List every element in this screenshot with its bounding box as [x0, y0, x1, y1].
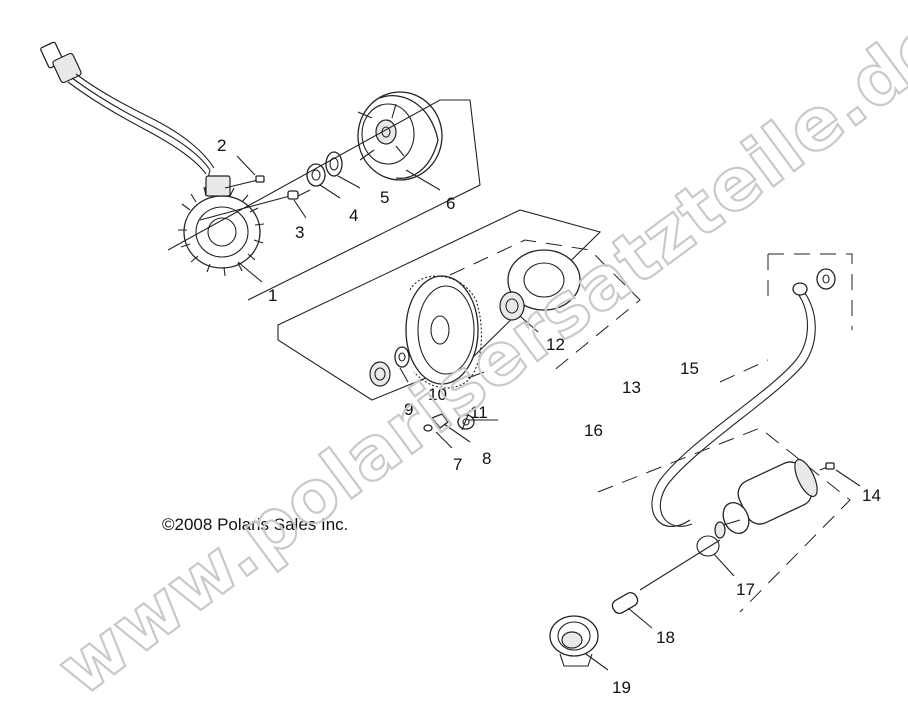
group-bracket-starter-cable: [719, 253, 853, 383]
callout-13: 13: [622, 378, 641, 397]
copyright-text: ©2008 Polaris Sales Inc.: [162, 515, 348, 534]
callout-10: 10: [428, 385, 447, 404]
group-bracket-upper: [167, 99, 481, 301]
nut-and-washer: [297, 151, 361, 199]
callout-7: 7: [453, 455, 462, 474]
callout-5: 5: [380, 188, 389, 207]
flywheel: [357, 91, 443, 191]
watermark-text: www.polarisersatzteile.de: [42, 0, 908, 710]
callout-4: 4: [349, 206, 358, 225]
callout-1: 1: [268, 286, 277, 305]
starter-drive-gear: [549, 615, 609, 671]
stator-assembly: [40, 41, 265, 283]
starter-driven-gear-assembly: [369, 249, 581, 449]
callout-15: 15: [680, 359, 699, 378]
callout-2: 2: [217, 136, 226, 155]
callout-9: 9: [404, 400, 413, 419]
starter-cable: [651, 268, 836, 527]
callout-19: 19: [612, 678, 631, 697]
callout-labels: 1 2 3 4 5 6 7 8 9 10 11 12 13 14 15 16 1…: [217, 136, 881, 697]
callout-11: 11: [470, 403, 488, 422]
group-bracket-dashed-middle: [449, 239, 641, 373]
callout-17: 17: [736, 580, 755, 599]
callout-12: 12: [546, 335, 565, 354]
starter-motor: [696, 458, 861, 577]
callout-8: 8: [482, 449, 491, 468]
starter-shaft: [611, 539, 721, 629]
stator-screws: [199, 155, 307, 221]
callout-16: 16: [584, 421, 603, 440]
nut-16: [457, 409, 498, 431]
group-bracket-starter-motor: [597, 427, 851, 613]
callout-18: 18: [656, 628, 675, 647]
callout-14: 14: [862, 486, 881, 505]
callout-6: 6: [446, 194, 455, 213]
callout-3: 3: [295, 223, 304, 242]
